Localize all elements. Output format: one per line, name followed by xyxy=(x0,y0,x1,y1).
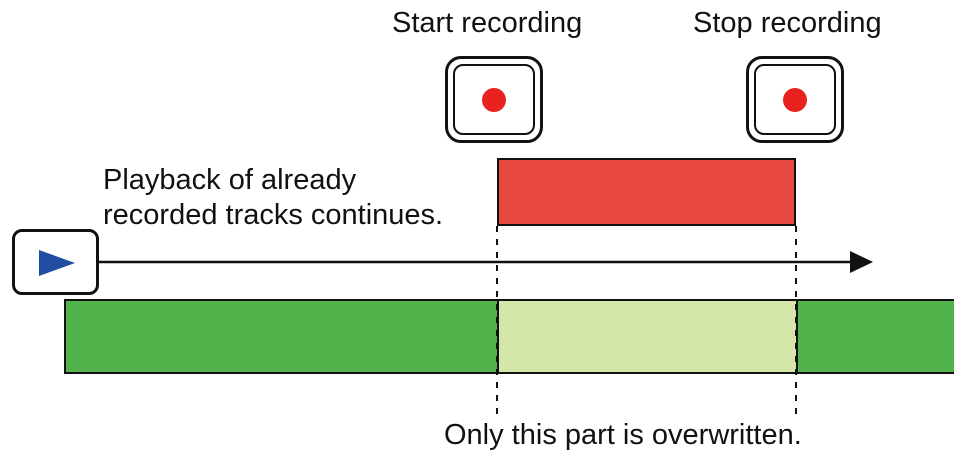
play-button[interactable] xyxy=(12,229,99,295)
record-icon xyxy=(482,87,506,112)
overwritten-caption: Only this part is overwritten. xyxy=(444,419,802,451)
track-bar-after xyxy=(796,299,954,374)
start-record-button-face xyxy=(453,64,535,135)
recording-bar xyxy=(497,158,796,226)
start-record-button[interactable] xyxy=(445,56,543,143)
playback-description-line-1: Playback of already xyxy=(103,164,357,196)
overwritten-section xyxy=(497,299,798,374)
timeline-arrow-head xyxy=(850,251,873,273)
stop-record-button-face xyxy=(754,64,836,135)
record-icon xyxy=(783,87,807,112)
track-bar-before xyxy=(64,299,499,374)
playback-description-line-2: recorded tracks continues. xyxy=(103,198,444,231)
start-recording-label: Start recording xyxy=(392,7,583,39)
stop-recording-label: Stop recording xyxy=(693,7,882,39)
stop-record-button[interactable] xyxy=(746,56,844,143)
playback-description: Playback of already recorded tracks cont… xyxy=(103,163,443,233)
play-icon xyxy=(39,250,75,276)
